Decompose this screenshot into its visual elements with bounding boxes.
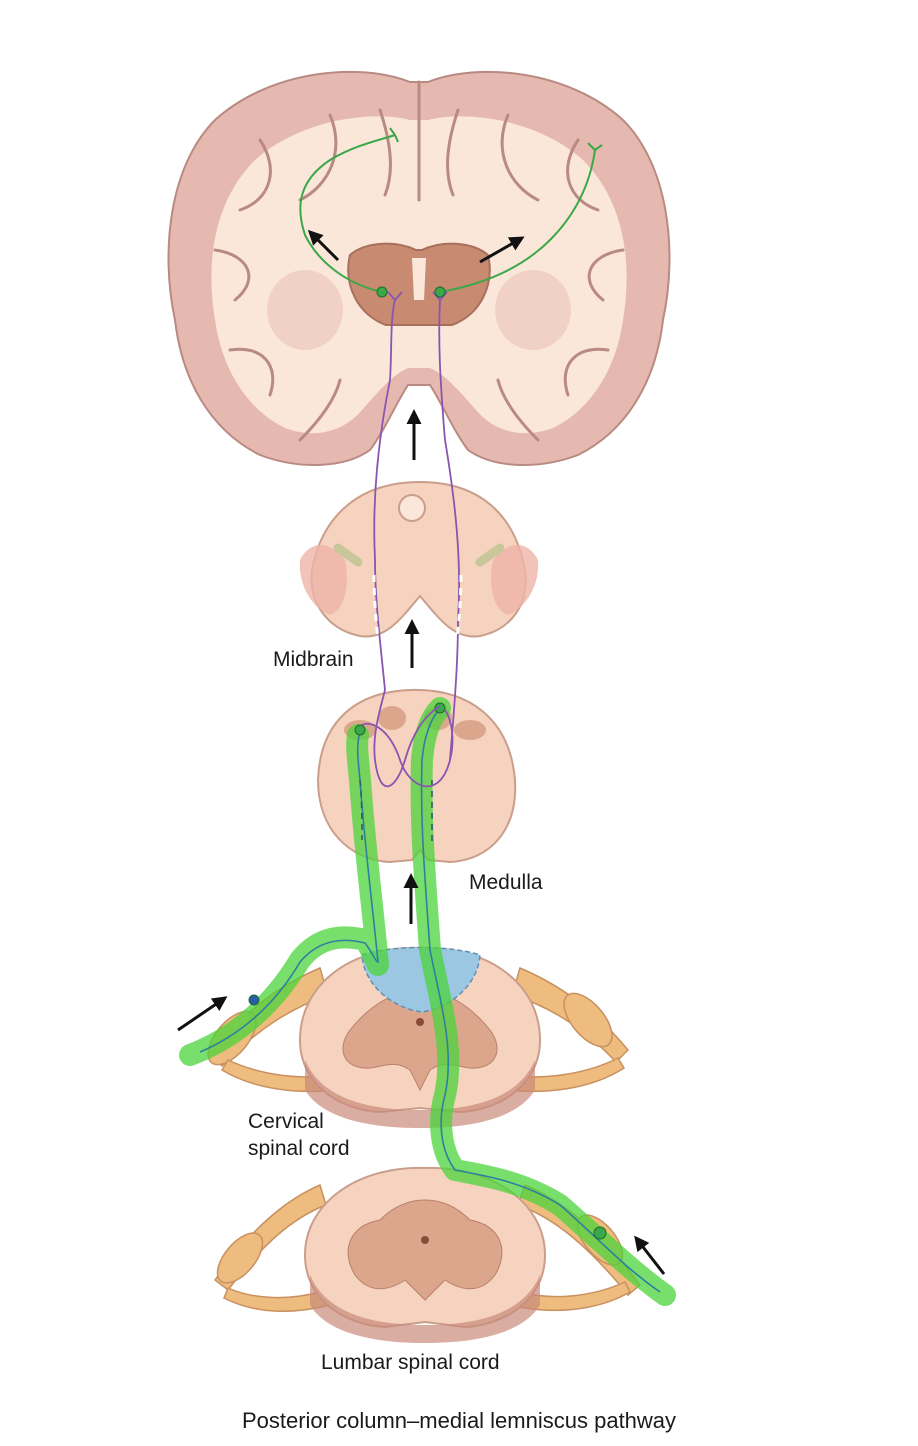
arrow-icon-brain-right	[479, 236, 525, 264]
cerebral-peduncles	[299, 545, 539, 615]
cerebral-aqueduct	[398, 494, 426, 522]
second-order-dashed-midbrain	[372, 574, 463, 641]
dorsal-root-ganglion-cells	[248, 702, 607, 1240]
cervical-spinal-cord	[207, 946, 630, 1128]
label-lumbar-spinal-cord: Lumbar spinal cord	[321, 1351, 500, 1374]
lumbar-gray-matter	[347, 1199, 503, 1301]
thalamic-relay-cells	[376, 286, 446, 298]
label-cervical-line1: Cervical	[248, 1110, 324, 1133]
cervical-cord-base	[305, 1060, 535, 1128]
label-cervical-spinal-cord: Cervical spinal cord	[248, 1108, 408, 1162]
brain-coronal-section	[167, 70, 671, 467]
direction-arrows	[177, 229, 666, 1275]
lumbar-cord-base	[310, 1275, 540, 1343]
label-medulla: Medulla	[469, 871, 543, 894]
central-canal	[416, 1018, 424, 1026]
arrow-icon-cervical-input	[177, 996, 228, 1032]
lumbar-central-canal	[421, 1236, 429, 1244]
lumbar-spinal-cord	[213, 1166, 642, 1343]
ventricle	[412, 258, 426, 300]
figure-caption: Posterior column–medial lemniscus pathwa…	[241, 1408, 677, 1433]
arrow-icon-brain-left	[307, 229, 340, 262]
second-order-neuron-medial-lemniscus	[361, 299, 461, 788]
label-midbrain: Midbrain	[273, 648, 354, 671]
third-order-thalamocortical-neuron	[299, 127, 603, 293]
midbrain-section	[299, 480, 539, 638]
arrow-icon-lumbar-input	[634, 1235, 666, 1275]
basal-ganglia	[267, 270, 571, 350]
brain-gyri	[213, 80, 625, 442]
substantia-nigra	[333, 543, 505, 567]
label-cervical-line2: spinal cord	[248, 1137, 350, 1160]
